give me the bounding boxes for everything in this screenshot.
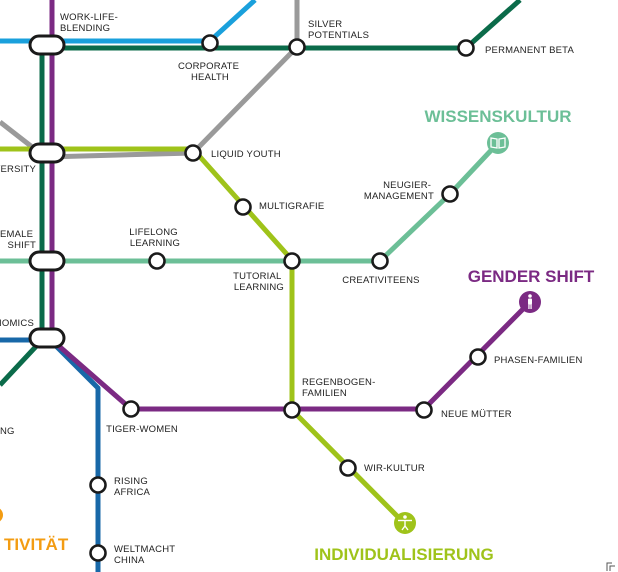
label-neugier-management: NEUGIER- MANAGEMENT [364,180,434,202]
label-neue-muetter: NEUE MÜTTER [441,409,512,420]
interchange-university[interactable] [28,142,66,164]
interchange-female-shift[interactable] [28,250,66,272]
label-multigrafie: MULTIGRAFIE [259,201,324,212]
station-neue-muetter[interactable] [415,401,433,419]
station-permanent-beta[interactable] [457,39,475,57]
interchanges [28,34,66,349]
megatrend-title-individualisierung: INDIVIDUALISIERUNG [314,545,493,564]
station-silver-potentials[interactable] [288,38,306,56]
megatrend-title-wissenskultur: WISSENSKULTUR [424,107,571,126]
station-liquid-youth[interactable] [184,144,202,162]
label-wir-kultur: WIR-KULTUR [364,463,425,474]
label-economics-partial: NOMICS [0,318,34,329]
wissenskultur-terminus[interactable] [487,132,509,154]
station-neugier-management[interactable] [441,185,459,203]
station-phasen-familien[interactable] [469,348,487,366]
station-wir-kultur[interactable] [339,459,357,477]
station-regenbogen-familien[interactable] [283,401,301,419]
station-corporate-health[interactable] [201,34,219,52]
line-mint [0,141,500,264]
person-icon [528,294,532,309]
interchange-work-life-blending[interactable] [28,34,66,56]
label-regenbogen-familien: REGENBOGEN- FAMILIEN [302,377,378,399]
stations [89,34,487,562]
station-tutorial-learning[interactable] [283,252,301,270]
station-labels: WORK-LIFE- BLENDING SILVER POTENTIALS CO… [0,12,583,566]
label-phasen-familien: PHASEN-FAMILIEN [494,355,583,366]
station-tiger-women[interactable] [122,400,140,418]
person-arms-open-icon [398,515,412,531]
label-liquid-youth: LIQUID YOUTH [211,149,281,160]
label-female-shift: FEMALE SHIFT [0,229,36,251]
label-permanent-beta: PERMANENT BETA [485,45,574,56]
station-multigrafie[interactable] [234,198,252,216]
label-ng-partial: NG [0,426,15,437]
label-rising-africa: RISING AFRICA [114,476,151,498]
label-tiger-women: TIGER-WOMEN [106,424,178,435]
station-creativiteens[interactable] [371,252,389,270]
label-silver-potentials: SILVER POTENTIALS [308,19,369,41]
interchange-economics[interactable] [28,327,66,349]
station-weltmacht-china[interactable] [89,544,107,562]
station-lifelong-learning[interactable] [148,252,166,270]
label-corporate-health: CORPORATE HEALTH [178,61,242,83]
book-icon [490,137,506,149]
megatrend-title-partial-orange: TIVITÄT [4,535,69,554]
individualisierung-terminus[interactable] [394,512,416,534]
label-weltmacht-china: WELTMACHT CHINA [114,544,178,566]
label-work-life-blending: WORK-LIFE- BLENDING [60,12,121,34]
resize-grip-icon[interactable] [606,562,615,571]
label-creativiteens: CREATIVITEENS [342,275,419,286]
megatrend-title-gender-shift: GENDER SHIFT [468,267,595,286]
label-lifelong-learning: LIFELONG LEARNING [129,227,180,249]
orange-terminus-partial[interactable] [0,507,3,523]
station-rising-africa[interactable] [89,476,107,494]
gender-shift-terminus[interactable] [519,291,541,313]
label-university-partial: VERSITY [0,164,36,175]
label-tutorial-learning: TUTORIAL LEARNING [233,271,284,293]
line-gray [0,0,300,160]
